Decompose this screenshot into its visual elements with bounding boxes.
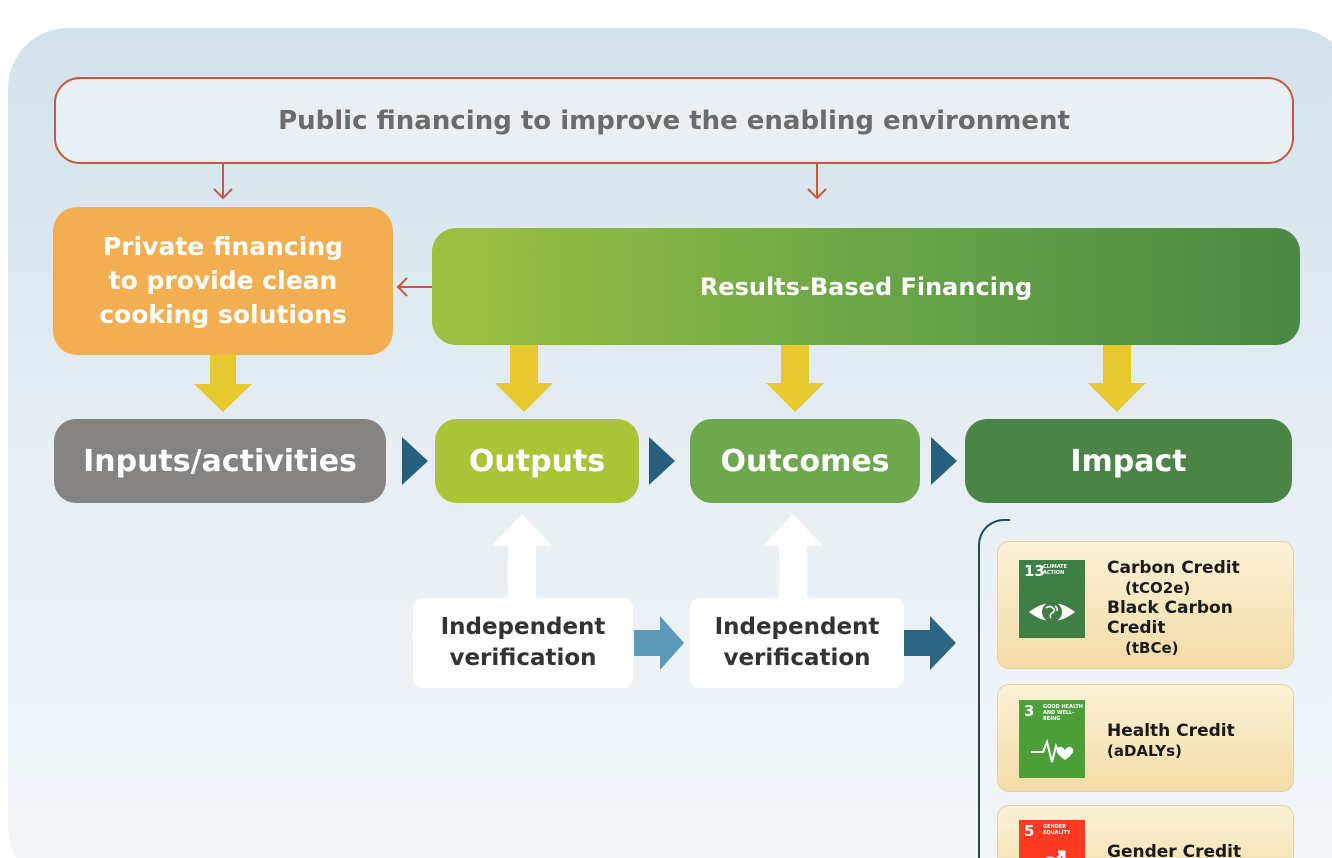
results-based-financing-label: Results-Based Financing (699, 272, 1033, 301)
yellow-down-arrow (194, 355, 252, 412)
gender-equality-icon (1044, 850, 1066, 858)
results-based-financing-box: Results-Based Financing (432, 228, 1300, 345)
private-financing-line-1: Private financing (102, 232, 344, 261)
credit-title: Credit (1107, 618, 1166, 638)
stage-label: Outputs (468, 443, 606, 479)
independent-verification-box: Independent verification (690, 598, 904, 688)
health-credit-text: Health Credit (aDALYs) (1107, 721, 1235, 761)
sdg-name: CLIMATE ACTION (1043, 564, 1083, 576)
credit-unit: (tCO2e) (1125, 579, 1191, 597)
sdg-name: GOOD HEALTH AND WELL-BEING (1043, 704, 1083, 722)
sdg-3-good-health-icon: 3 GOOD HEALTH AND WELL-BEING (1019, 700, 1085, 778)
sdg-name-line: EQUALITY (1043, 830, 1071, 836)
sdg-name: GENDER EQUALITY (1043, 824, 1083, 836)
sdg-name-line: AND WELL-BEING (1043, 710, 1075, 722)
white-up-arrow (763, 514, 823, 598)
sdg-number: 3 (1024, 702, 1035, 720)
chevrons (402, 437, 957, 485)
white-up-arrow (492, 514, 552, 598)
red-down-arrow-right (807, 164, 827, 200)
heartbeat-icon (1031, 738, 1074, 763)
private-financing-line-2: to provide clean (108, 266, 338, 295)
verification-line-2: verification (449, 645, 597, 671)
independent-verification-box: Independent verification (413, 598, 633, 688)
sdg-name-line: GOOD HEALTH (1043, 704, 1083, 710)
verification-line-1: Independent (440, 614, 606, 640)
carbon-credit-card: 13 CLIMATE ACTION Carbon Credit (tCO2e) … (997, 541, 1294, 669)
chevron-right-icon (649, 437, 675, 485)
sdg-13-climate-action-icon: 13 CLIMATE ACTION (1019, 560, 1085, 638)
private-financing-line-3: cooking solutions (99, 300, 347, 329)
credit-unit: (aDALYs) (1107, 742, 1182, 760)
sdg-5-gender-equality-icon: 5 GENDER EQUALITY (1019, 820, 1085, 858)
blue-right-arrow-dark (904, 616, 956, 670)
credit-unit: (tBCe) (1125, 639, 1179, 657)
sdg-name-line: ACTION (1043, 570, 1065, 576)
credit-title: Health Credit (1107, 721, 1235, 741)
stage-label: Impact (1070, 443, 1187, 479)
credit-title: Black Carbon (1107, 598, 1233, 618)
stage-outcomes: Outcomes (690, 419, 920, 503)
carbon-credit-text: Carbon Credit (tCO2e) Black Carbon Credi… (1107, 558, 1240, 658)
blue-right-arrow-light (634, 616, 684, 670)
chevron-right-icon (931, 437, 957, 485)
stage-outputs: Outputs (435, 419, 639, 503)
stage-impact: Impact (965, 419, 1292, 503)
verification-line-2: verification (723, 645, 871, 671)
earth-eye-icon (1029, 602, 1075, 622)
private-financing-box: Private financing to provide clean cooki… (53, 207, 393, 355)
gender-credit-text: Gender Credit (1107, 842, 1241, 858)
verification-line-1: Independent (714, 614, 880, 640)
yellow-down-arrow (1088, 345, 1146, 412)
white-up-arrows (492, 514, 823, 598)
credit-title: Gender Credit (1107, 842, 1242, 858)
sdg-name-line: GENDER (1043, 824, 1067, 830)
stage-label: Inputs/activities (83, 443, 357, 479)
yellow-down-arrow (766, 345, 824, 412)
credit-title: Carbon Credit (1107, 558, 1240, 578)
red-arrows (213, 164, 827, 297)
sdg-number: 13 (1024, 562, 1045, 580)
yellow-down-arrow (495, 345, 553, 412)
public-financing-label: Public financing to improve the enabling… (278, 105, 1070, 136)
red-left-arrow (396, 277, 432, 297)
sdg-number: 5 (1024, 822, 1035, 840)
health-credit-card: 3 GOOD HEALTH AND WELL-BEING Health Cred… (997, 684, 1294, 792)
red-down-arrow-left (213, 164, 233, 200)
gender-credit-card: 5 GENDER EQUALITY Gender Credit (997, 805, 1294, 858)
chevron-right-icon (402, 437, 428, 485)
stage-label: Outcomes (720, 443, 890, 479)
public-financing-box: Public financing to improve the enabling… (54, 77, 1294, 164)
stage-inputs-activities: Inputs/activities (54, 419, 386, 503)
impact-credits-bracket (978, 519, 1010, 858)
sdg-name-line: CLIMATE (1043, 564, 1067, 570)
yellow-arrows (194, 345, 1146, 412)
